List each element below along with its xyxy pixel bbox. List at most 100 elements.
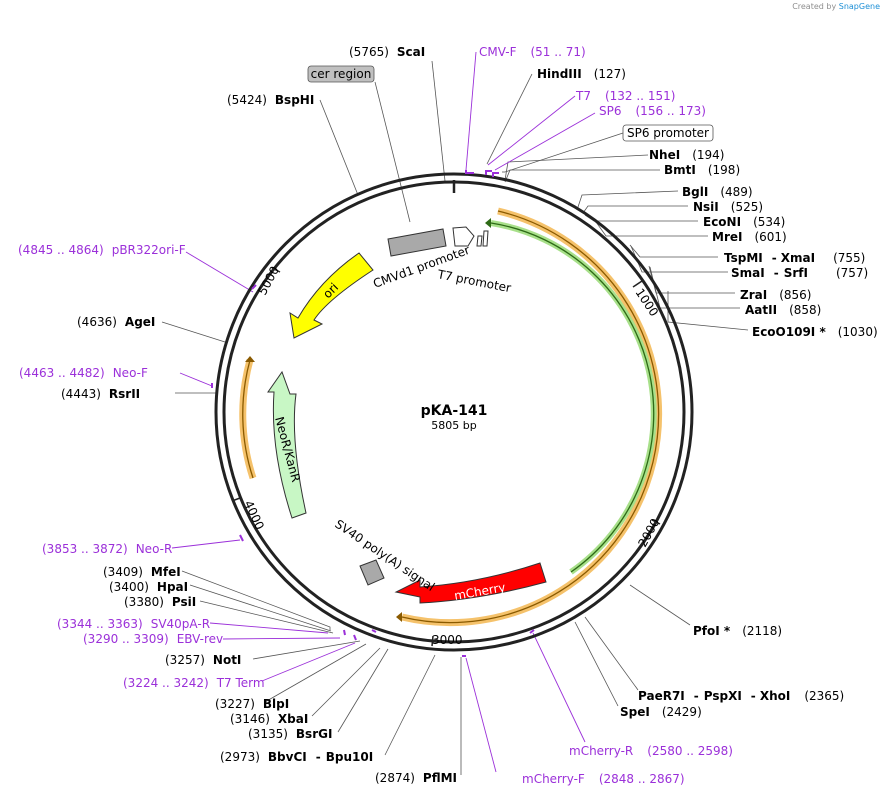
credit-prefix: Created by <box>792 2 837 11</box>
site-pos: (194) <box>692 148 724 162</box>
site-name: TspMI <box>724 251 763 265</box>
site-name2: Bpu10I <box>326 750 373 764</box>
site-name: NotI <box>213 653 242 667</box>
primer-range: (3853 .. 3872) <box>42 542 128 556</box>
site-pos: (5765) <box>349 45 389 59</box>
svg-text:(3227)BlpI: (3227)BlpI <box>215 697 289 711</box>
svg-text:BmtI(198): BmtI(198) <box>664 163 740 177</box>
site-name3: XhoI <box>760 689 791 703</box>
svg-text:(3409)MfeI: (3409)MfeI <box>103 565 181 579</box>
primer-range: (2848 .. 2867) <box>599 772 685 786</box>
svg-text:PfoI *(2118): PfoI * (2118) <box>693 624 782 638</box>
mcherry-shape <box>394 562 547 604</box>
site-sep: - <box>694 689 699 703</box>
primer-range: (3344 .. 3363) <box>57 617 143 631</box>
site-name: MreI <box>712 230 742 244</box>
svg-text:SmaI-SrfI(757): SmaI-SrfI(757) <box>731 266 868 280</box>
svg-text:BglI(489): BglI(489) <box>682 185 753 199</box>
right-site-labels: (5765)ScaI HindIII(127) NheI(194) BmtI(1… <box>349 45 878 719</box>
site-name: SpeI <box>620 705 650 719</box>
site-pos: (489) <box>720 185 752 199</box>
snapgene-credit: Created by SnapGene <box>792 2 880 11</box>
svg-text:EcoNI(534): EcoNI(534) <box>703 215 785 229</box>
site-pos: (856) <box>779 288 811 302</box>
tick-5000: 5000 <box>255 264 282 298</box>
site-pos: (2874) <box>375 771 415 785</box>
site-pos: (198) <box>708 163 740 177</box>
svg-text:MreI(601): MreI(601) <box>712 230 787 244</box>
svg-text:(3290 .. 3309)EBV-rev: (3290 .. 3309)EBV-rev <box>83 632 223 646</box>
site-pos: (858) <box>789 303 821 317</box>
cmvd1-promoter-shape <box>387 228 447 257</box>
svg-text:(3224 .. 3242)T7 Term: (3224 .. 3242)T7 Term <box>123 676 265 690</box>
site-name: HindIII <box>537 67 582 81</box>
primer-name: T7 Term <box>216 676 265 690</box>
credit-brand: SnapGene <box>838 2 880 11</box>
site-name: ZraI <box>740 288 767 302</box>
svg-text:(5424)BspHI: (5424)BspHI <box>227 93 314 107</box>
site-name: RsrII <box>109 387 140 401</box>
site-name: PfoI * <box>693 624 731 638</box>
primer-range: (2580 .. 2598) <box>647 744 733 758</box>
site-pos: (127) <box>594 67 626 81</box>
mini-feature-shape <box>482 230 489 247</box>
site-name: BbvCI <box>268 750 307 764</box>
sp6-promoter-shape <box>476 235 483 247</box>
site-name2: XmaI <box>781 251 815 265</box>
primer-name: SV40pA-R <box>151 617 210 631</box>
site-name: PaeR7I <box>638 689 685 703</box>
orf-outer-line <box>401 210 660 624</box>
site-name: EcoNI <box>703 215 741 229</box>
svg-text:EcoO109I *(1030): EcoO109I *(1030) <box>752 325 878 339</box>
svg-text:NheI(194): NheI (194) <box>649 148 724 162</box>
orf-inner-line <box>490 222 655 573</box>
site-pos: (2118) <box>742 624 782 638</box>
primer-name: SP6 <box>599 104 622 118</box>
primer-name: T7 <box>575 89 591 103</box>
site-pos: (3257) <box>165 653 205 667</box>
svg-text:(3146)XbaI: (3146)XbaI <box>230 712 308 726</box>
site-name: PsiI <box>172 595 196 609</box>
primer-name: Neo-R <box>136 542 173 556</box>
svg-text:CMV-F(51 .. 71): CMV-F(51 .. 71) <box>479 45 586 59</box>
svg-text:T7(132 .. 151): T7 (132 .. 151) <box>575 89 675 103</box>
site-sep2: - <box>751 689 756 703</box>
primer-range: (132 .. 151) <box>605 89 675 103</box>
primer-leader-lines <box>171 51 596 773</box>
plasmid-name: pKA-141 <box>421 403 488 419</box>
svg-text:(3380)PsiI: (3380)PsiI <box>124 595 196 609</box>
site-pos: (3400) <box>109 580 149 594</box>
svg-text:SP6(156 .. 173): SP6(156 .. 173) <box>599 104 706 118</box>
primer-name: mCherry-F <box>522 772 585 786</box>
plasmid-size: 5805 bp <box>431 419 476 432</box>
svg-text:(3400)HpaI: (3400)HpaI <box>109 580 188 594</box>
site-pos: (2973) <box>220 750 260 764</box>
site-name: NheI <box>649 148 680 162</box>
svg-text:(2973)BbvCI-Bpu10I: (2973)BbvCI-Bpu10I <box>220 750 373 764</box>
svg-text:mCherry-F(2848 .. 2867): mCherry-F (2848 .. 2867) <box>522 772 685 786</box>
svg-text:TspMI-XmaI(755): TspMI-XmaI(755) <box>724 251 865 265</box>
site-pos: (2429) <box>662 705 702 719</box>
sv40-polya-label: SV40 poly(A) signal <box>332 517 437 594</box>
svg-text:(4463 .. 4482)Neo-F: (4463 .. 4482)Neo-F <box>19 366 148 380</box>
site-pos: (4636) <box>77 315 117 329</box>
site-pos: (3135) <box>248 727 288 741</box>
site-name2: PspXI <box>704 689 742 703</box>
site-name: MfeI <box>151 565 181 579</box>
site-pos: (3227) <box>215 697 255 711</box>
feature-arrows <box>267 226 547 604</box>
primer-name: Neo-F <box>113 366 148 380</box>
svg-text:ZraI(856): ZraI (856) <box>740 288 811 302</box>
site-pos: (757) <box>836 266 868 280</box>
site-pos: (5424) <box>227 93 267 107</box>
site-pos: (525) <box>731 200 763 214</box>
svg-text:(3257)NotI: (3257) NotI <box>165 653 241 667</box>
svg-text:(4636)AgeI: (4636)AgeI <box>77 315 155 329</box>
primer-range: (3290 .. 3309) <box>83 632 169 646</box>
site-name: NsiI <box>693 200 719 214</box>
site-name: SmaI <box>731 266 765 280</box>
svg-text:(3344 .. 3363)SV40pA-R: (3344 .. 3363) SV40pA-R <box>57 617 210 631</box>
svg-text:mCherry-R(2580 .. 2598): mCherry-R(2580 .. 2598) <box>569 744 733 758</box>
svg-text:PaeR7I-PspXI-XhoI(2365): PaeR7I-PspXI-XhoI(2365) <box>638 689 844 703</box>
site-sep: - <box>774 266 779 280</box>
